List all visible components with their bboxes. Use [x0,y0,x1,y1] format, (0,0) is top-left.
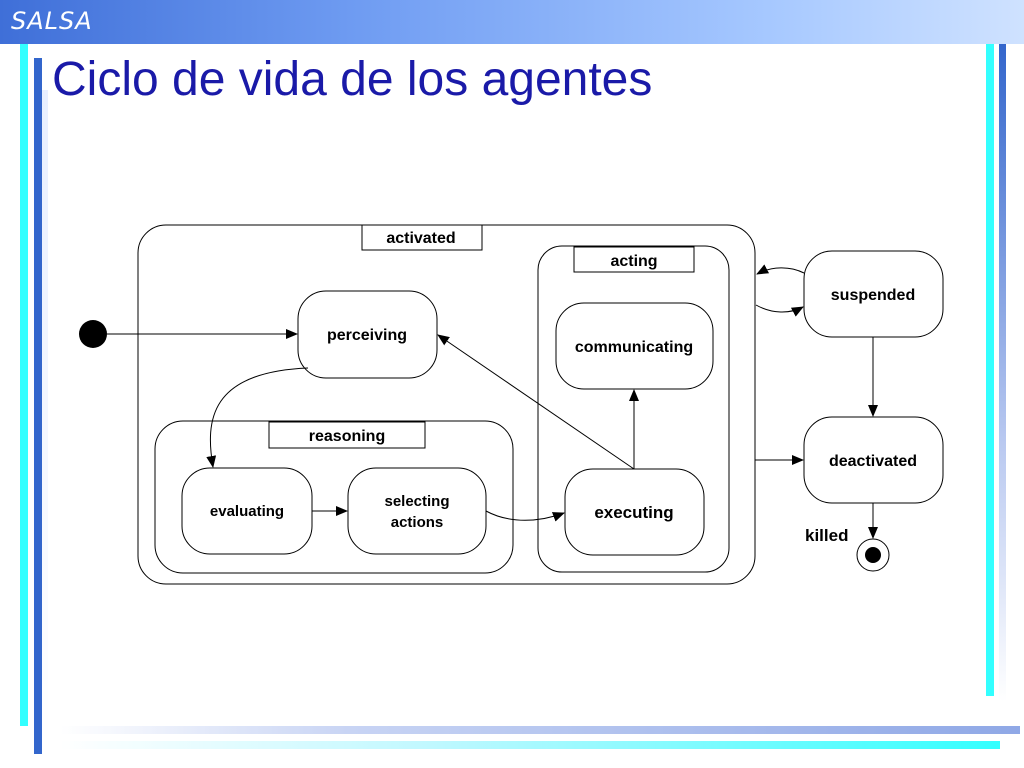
brand-label: SALSA [11,7,93,35]
right-cyan-bar [986,44,994,696]
left-fade-bar [42,90,48,750]
header-bar [0,0,1024,44]
transition-selecting-to-executing [485,510,565,522]
activated-label: activated [386,230,455,247]
reasoning-label-box [268,421,426,449]
state-suspended-label: suspended [831,287,915,304]
page-title: Ciclo de vida de los agentes [52,53,653,106]
initial-state [79,320,107,348]
state-selecting-label-line2: actions [391,514,444,531]
bottom-blue-bar [60,726,1020,734]
transition-activated-to-suspended [755,304,804,317]
acting-label-box [573,246,695,273]
state-perceiving [297,290,438,379]
left-blue-bar [34,58,42,754]
final-state-dot [865,547,881,563]
state-executing-label: executing [594,503,673,522]
bottom-cyan-bar [60,741,1000,749]
reasoning-label: reasoning [309,428,385,445]
state-selecting-actions [347,467,487,555]
right-blue-bar [999,44,1006,702]
activated-label-box [361,224,483,251]
state-deactivated-label: deactivated [829,453,917,470]
left-cyan-bar [20,44,28,726]
state-communicating-label: communicating [575,339,693,356]
transition-suspended-to-activated [756,264,805,275]
state-evaluating-label: evaluating [210,503,284,520]
acting-container [537,245,730,573]
transition-label-killed: killed [805,526,848,545]
state-selecting-label-line1: selecting [384,493,449,510]
state-perceiving-label: perceiving [327,327,407,344]
reasoning-container [154,420,514,574]
transition-executing-to-perceiving [437,334,635,470]
acting-label: acting [610,253,657,270]
transition-perceiving-to-evaluating [206,367,309,468]
